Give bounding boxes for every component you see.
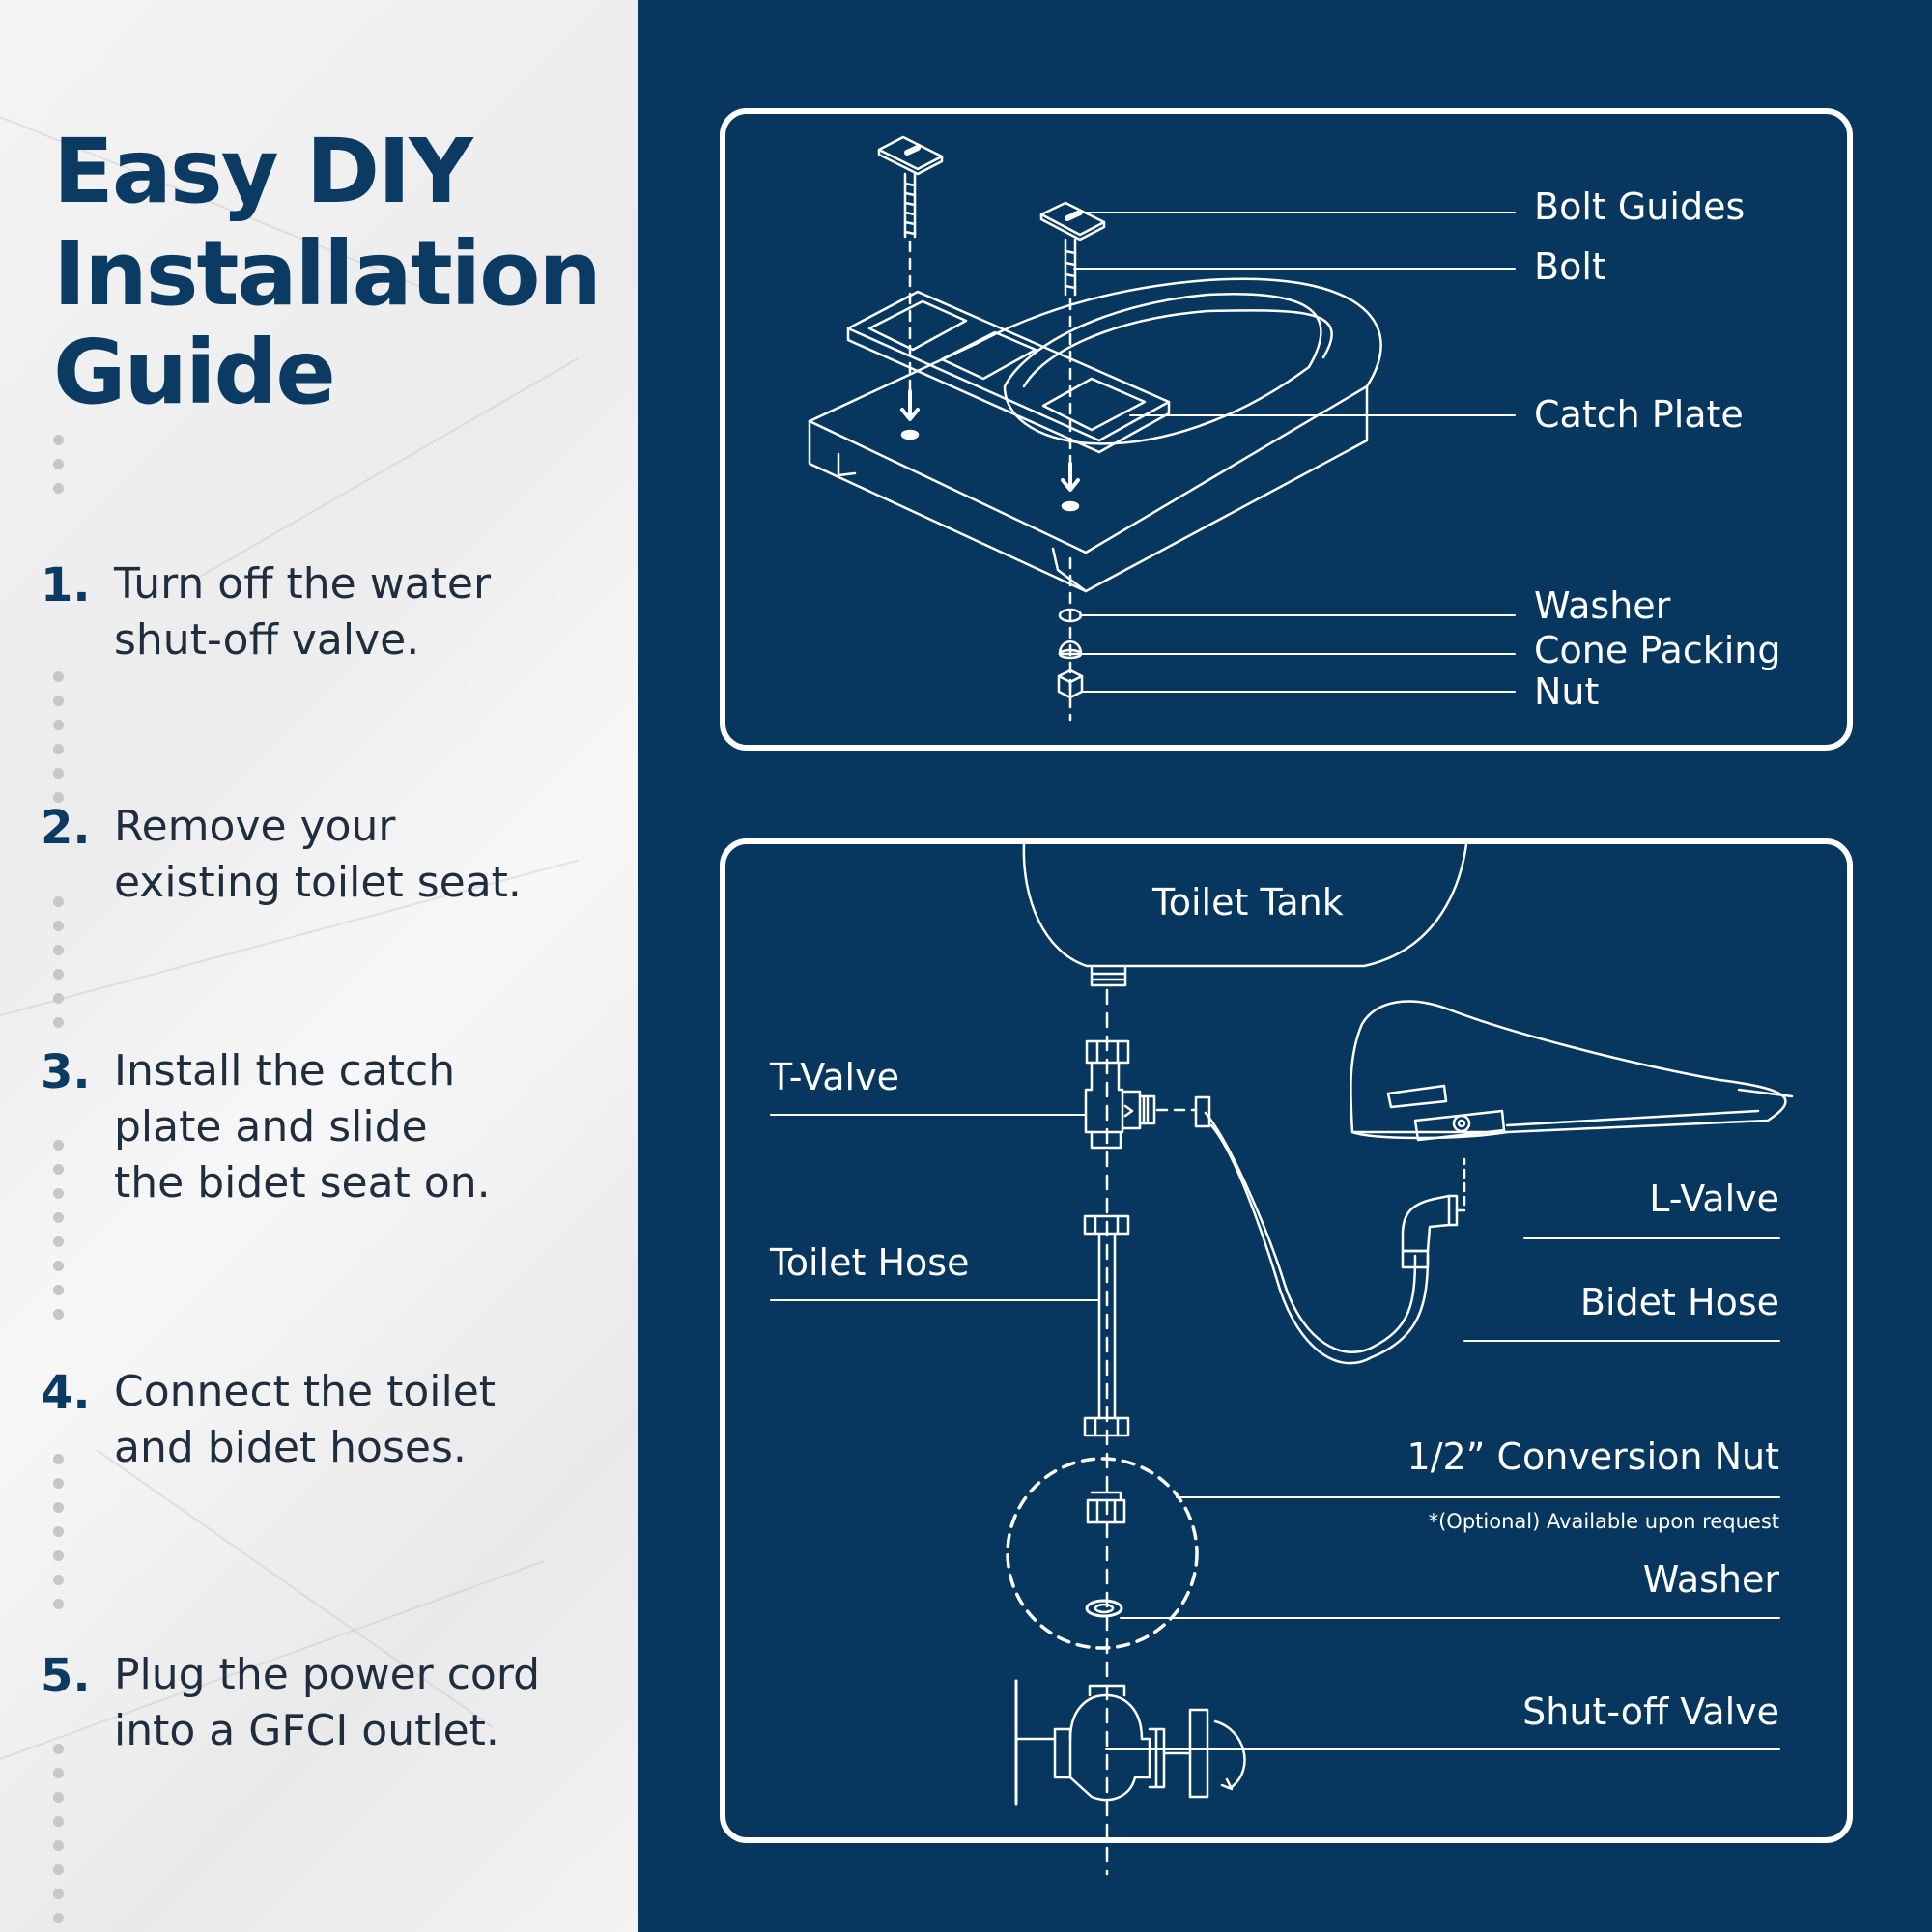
step-number: 2. (41, 801, 91, 855)
dot-divider (53, 1454, 65, 1623)
label-conversion-nut: 1/2” Conversion Nut (1406, 1435, 1779, 1478)
step-text: Connect the toilet and bidet hoses. (114, 1367, 497, 1472)
label-l-valve: L-Valve (1649, 1178, 1779, 1220)
title-line-3: Guide (53, 321, 336, 424)
bidet-seat-drawing (1350, 1000, 1794, 1142)
label-bidet-hose: Bidet Hose (1579, 1281, 1779, 1323)
title-line-1: Easy DIY (53, 120, 473, 223)
step-text: Install the catch plate and slide the bi… (114, 1046, 491, 1208)
label-optional-note: *(Optional) Available upon request (1428, 1510, 1779, 1533)
title-line-2: Installation (53, 222, 602, 326)
step-text: Remove your existing toilet seat. (114, 802, 522, 907)
catch-plate-drawing (846, 290, 1171, 454)
dot-divider (53, 1744, 65, 1932)
step-number: 4. (41, 1366, 91, 1420)
label-shutoff-valve: Shut-off Valve (1522, 1690, 1779, 1733)
toilet-tank-drawing (1022, 842, 1468, 987)
label-washer-top: Washer (1534, 584, 1671, 627)
bidet-hose-drawing (1204, 1111, 1430, 1365)
label-toilet-hose: Toilet Hose (770, 1241, 970, 1284)
seat-base-drawing (808, 277, 1382, 593)
marble-panel: Easy DIY Installation Guide 1. Turn off … (0, 0, 638, 1932)
step-number: 3. (41, 1045, 91, 1099)
dot-divider (53, 1140, 65, 1333)
label-bolt: Bolt (1534, 245, 1606, 288)
hardware-stack (1057, 608, 1084, 699)
t-valve-drawing (1084, 1039, 1211, 1150)
label-cone-packing: Cone Packing (1534, 629, 1781, 671)
shutoff-valve-drawing (1014, 1679, 1246, 1806)
toilet-hose-drawing (1083, 1214, 1130, 1437)
top-leader-lines (1073, 212, 1516, 693)
l-valve-drawing (1401, 1157, 1466, 1269)
seat-assembly-panel (720, 108, 1853, 751)
label-t-valve: T-Valve (770, 1056, 899, 1098)
step-text: Turn off the water shut-off valve. (114, 559, 492, 665)
label-nut: Nut (1534, 670, 1600, 713)
step-number: 5. (41, 1649, 91, 1703)
label-washer-bottom: Washer (1642, 1558, 1779, 1601)
dot-divider (53, 671, 65, 816)
plumbing-panel (720, 838, 1853, 1843)
step-number: 1. (41, 558, 91, 612)
label-catch-plate: Catch Plate (1534, 393, 1744, 436)
step-text: Plug the power cord into a GFCI outlet. (114, 1650, 541, 1755)
label-bolt-guides: Bolt Guides (1534, 185, 1746, 228)
label-toilet-tank: Toilet Tank (1152, 881, 1344, 923)
bottom-leader-lines (770, 1114, 1780, 1750)
bolt-guide-left (877, 135, 944, 440)
dot-divider (53, 435, 65, 507)
conversion-nut-detail (1006, 1457, 1199, 1650)
dot-divider (53, 896, 65, 1041)
